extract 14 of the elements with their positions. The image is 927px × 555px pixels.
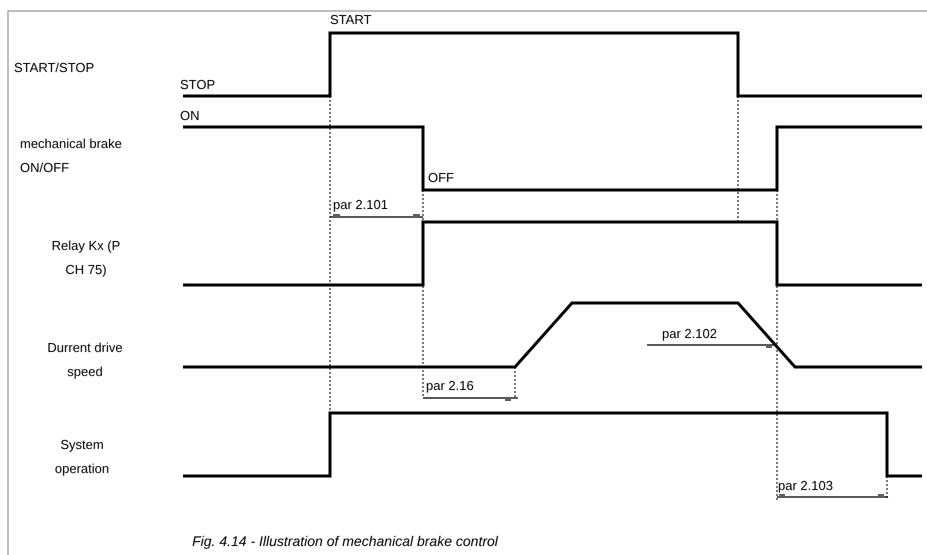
signal-name: mechanical brake ON/OFF xyxy=(20,135,123,177)
parameter-label: par 2.102 xyxy=(662,325,717,343)
signal-state-label: OFF xyxy=(428,169,454,187)
parameter-label: par 2.101 xyxy=(333,196,388,214)
signal-name: Relay Kx (P CH 75) xyxy=(50,237,122,279)
signal-state-label: STOP xyxy=(180,76,216,94)
signal-name: Durrent drive speed xyxy=(46,339,124,381)
signal-state-label: ON xyxy=(180,107,200,125)
signal-state-label: START xyxy=(330,11,372,29)
signal-name: START/STOP xyxy=(14,59,94,77)
parameter-label: par 2.103 xyxy=(778,477,833,495)
signal-name: System operation xyxy=(54,436,110,478)
parameter-label: par 2.16 xyxy=(426,377,474,395)
figure-caption: Fig. 4.14 - Illustration of mechanical brake control xyxy=(191,533,500,549)
